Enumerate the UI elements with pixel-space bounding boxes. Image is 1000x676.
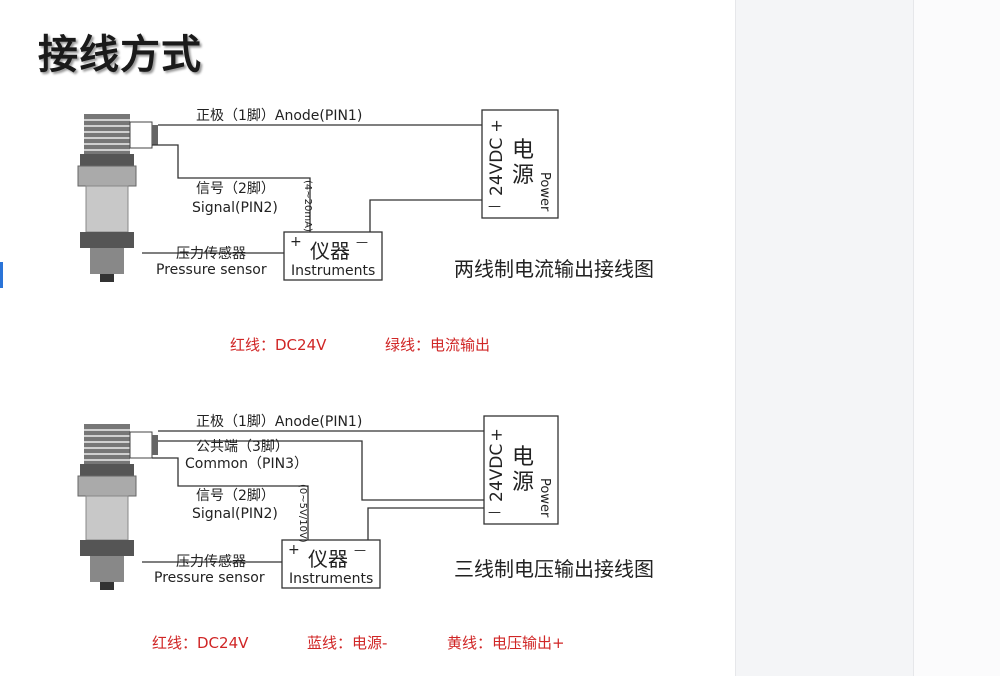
svg-text:信号（2脚）: 信号（2脚） bbox=[196, 488, 275, 504]
svg-text:Pressure sensor: Pressure sensor bbox=[154, 570, 265, 586]
svg-text:正极（1脚）Anode(PIN1): 正极（1脚）Anode(PIN1) bbox=[196, 108, 362, 124]
svg-text:三线制电压输出接线图: 三线制电压输出接线图 bbox=[454, 557, 654, 581]
svg-text:信号（2脚）: 信号（2脚） bbox=[196, 181, 275, 197]
svg-text:+: + bbox=[490, 425, 503, 444]
diagram-three-wire: + — 24VDC 电 源 Power + — 仪器 Instruments 正… bbox=[77, 414, 654, 590]
svg-text:两线制电流输出接线图: 两线制电流输出接线图 bbox=[454, 257, 654, 281]
svg-text:正极（1脚）Anode(PIN1): 正极（1脚）Anode(PIN1) bbox=[196, 414, 362, 430]
svg-text:(0~5V/10V): (0~5V/10V) bbox=[297, 484, 308, 543]
svg-text:+: + bbox=[490, 116, 503, 135]
legend-red-wire: 红线：DC24V bbox=[230, 336, 327, 354]
power-box bbox=[483, 415, 559, 525]
pressure-sensor-icon bbox=[77, 114, 158, 282]
svg-text:电: 电 bbox=[512, 138, 534, 163]
page-title: 接线方式 bbox=[38, 32, 202, 78]
side-panel-right bbox=[913, 0, 1000, 676]
svg-text:源: 源 bbox=[512, 470, 534, 495]
svg-text:Signal(PIN2): Signal(PIN2) bbox=[192, 506, 278, 522]
svg-text:Power: Power bbox=[537, 172, 552, 212]
svg-text:压力传感器: 压力传感器 bbox=[176, 245, 246, 262]
svg-text:24VDC: 24VDC bbox=[487, 138, 507, 196]
pressure-sensor-icon bbox=[77, 424, 158, 590]
svg-text:24VDC: 24VDC bbox=[487, 444, 507, 502]
svg-text:—: — bbox=[356, 235, 368, 249]
legend-green-wire: 绿线：电流输出 bbox=[385, 336, 491, 354]
instrument-box bbox=[281, 539, 381, 589]
scroll-marker bbox=[0, 262, 3, 288]
svg-text:仪器: 仪器 bbox=[308, 547, 348, 571]
svg-text:+: + bbox=[288, 542, 300, 558]
svg-text:—: — bbox=[488, 505, 501, 520]
svg-text:仪器: 仪器 bbox=[310, 239, 350, 263]
svg-text:Signal(PIN2): Signal(PIN2) bbox=[192, 200, 278, 216]
legend-yellow-wire: 黄线：电压输出+ bbox=[447, 634, 565, 652]
svg-text:公共端（3脚）: 公共端（3脚） bbox=[196, 439, 289, 455]
svg-text:—: — bbox=[354, 543, 366, 557]
svg-text:压力传感器: 压力传感器 bbox=[176, 553, 246, 570]
svg-text:Pressure sensor: Pressure sensor bbox=[156, 262, 267, 278]
svg-text:源: 源 bbox=[512, 163, 534, 188]
svg-text:+: + bbox=[290, 234, 302, 250]
svg-text:Power: Power bbox=[537, 478, 552, 518]
wiring-diagrams: + — 24VDC 电 源 Power + — 仪器 Instruments 正… bbox=[77, 108, 654, 590]
power-box bbox=[481, 109, 559, 219]
legend-blue-wire: 蓝线：电源- bbox=[307, 634, 388, 652]
legend-red-wire: 红线：DC24V bbox=[152, 634, 249, 652]
svg-text:—: — bbox=[488, 199, 501, 214]
svg-text:Instruments: Instruments bbox=[291, 263, 375, 279]
svg-text:Instruments: Instruments bbox=[289, 571, 373, 587]
side-panel bbox=[735, 0, 914, 676]
instrument-box bbox=[283, 231, 383, 281]
svg-text:(4~20mA): (4~20mA) bbox=[302, 180, 313, 232]
svg-text:Common（PIN3）: Common（PIN3） bbox=[185, 456, 308, 472]
svg-text:电: 电 bbox=[512, 445, 534, 470]
diagram-two-wire: + — 24VDC 电 源 Power + — 仪器 Instruments 正… bbox=[77, 108, 654, 282]
